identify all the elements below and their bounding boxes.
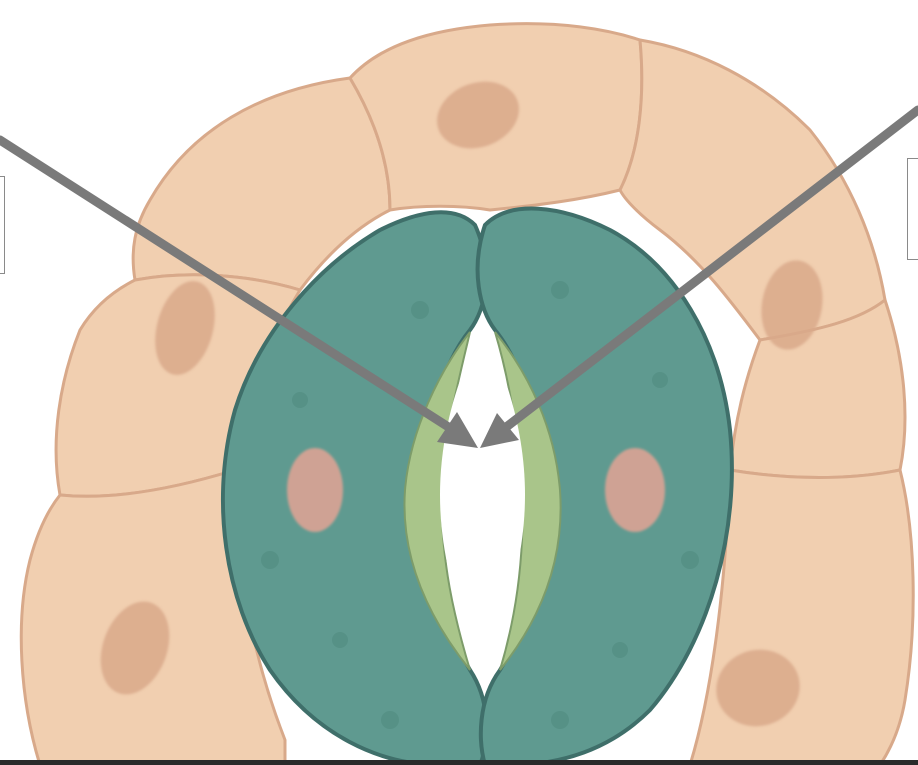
chloroplast: [411, 301, 429, 319]
chloroplast: [332, 632, 348, 648]
chloroplast: [261, 551, 279, 569]
chloroplast: [681, 551, 699, 569]
label-box-left: [0, 176, 5, 274]
chloroplast: [292, 392, 308, 408]
label-box-right: [907, 158, 918, 260]
chloroplast: [652, 372, 668, 388]
chloroplast: [381, 711, 399, 729]
bottom-border: [0, 760, 918, 765]
guard-nucleus-right: [605, 448, 665, 532]
chloroplast: [612, 642, 628, 658]
chloroplast: [551, 711, 569, 729]
chloroplast: [551, 281, 569, 299]
guard-nucleus-left: [287, 448, 343, 532]
